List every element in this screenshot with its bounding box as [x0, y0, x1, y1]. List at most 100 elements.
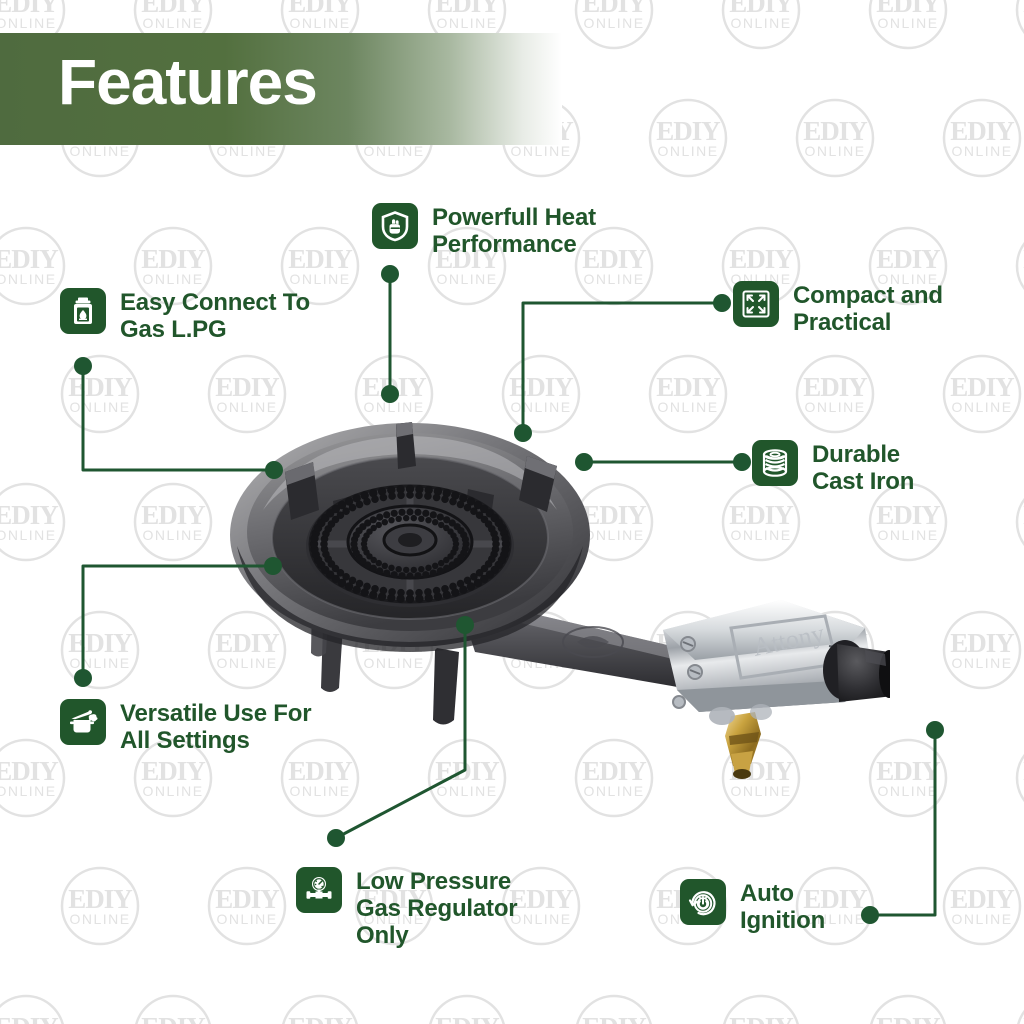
connector-dot — [381, 265, 399, 283]
svg-text:ONLINE: ONLINE — [951, 143, 1012, 159]
svg-text:ONLINE: ONLINE — [583, 271, 644, 287]
svg-text:ONLINE: ONLINE — [69, 911, 130, 927]
svg-text:ONLINE: ONLINE — [216, 143, 277, 159]
svg-text:ONLINE: ONLINE — [363, 143, 424, 159]
svg-text:ONLINE: ONLINE — [951, 911, 1012, 927]
svg-text:EDIY: EDIY — [950, 884, 1014, 914]
feature-durable-cast-iron: Durable Cast Iron — [752, 440, 914, 495]
svg-text:EDIY: EDIY — [215, 884, 279, 914]
svg-text:ONLINE: ONLINE — [142, 15, 203, 31]
svg-text:EDIY: EDIY — [0, 500, 58, 530]
svg-text:ONLINE: ONLINE — [730, 15, 791, 31]
feature-label: Durable Cast Iron — [812, 441, 915, 495]
svg-text:EDIY: EDIY — [141, 500, 205, 530]
metal-spool-icon — [752, 440, 798, 486]
svg-text:ONLINE: ONLINE — [0, 271, 57, 287]
feature-label: Powerfull Heat Performance — [432, 204, 596, 258]
svg-text:ONLINE: ONLINE — [510, 143, 571, 159]
svg-text:ONLINE: ONLINE — [69, 399, 130, 415]
svg-text:EDIY: EDIY — [0, 0, 58, 18]
svg-text:ONLINE: ONLINE — [583, 15, 644, 31]
svg-text:EDIY: EDIY — [729, 244, 793, 274]
svg-text:ONLINE: ONLINE — [289, 15, 350, 31]
svg-text:EDIY: EDIY — [0, 756, 58, 786]
gas-cylinder-icon — [60, 288, 106, 334]
svg-text:ONLINE: ONLINE — [216, 911, 277, 927]
svg-text:EDIY: EDIY — [729, 1012, 793, 1024]
svg-text:ONLINE: ONLINE — [951, 399, 1012, 415]
svg-text:EDIY: EDIY — [582, 0, 646, 18]
svg-text:ONLINE: ONLINE — [0, 15, 57, 31]
svg-text:ONLINE: ONLINE — [510, 911, 571, 927]
connector-dot — [926, 721, 944, 739]
svg-text:ONLINE: ONLINE — [657, 143, 718, 159]
svg-text:ONLINE: ONLINE — [436, 15, 497, 31]
svg-text:ONLINE: ONLINE — [69, 655, 130, 671]
power-ignition-icon — [680, 879, 726, 925]
svg-text:ONLINE: ONLINE — [877, 15, 938, 31]
svg-text:EDIY: EDIY — [68, 372, 132, 402]
svg-text:ONLINE: ONLINE — [142, 271, 203, 287]
svg-text:ONLINE: ONLINE — [0, 783, 57, 799]
svg-text:EDIY: EDIY — [950, 372, 1014, 402]
shield-fist-icon — [372, 203, 418, 249]
feature-label: Compact and Practical — [793, 282, 943, 336]
svg-text:ONLINE: ONLINE — [951, 655, 1012, 671]
svg-text:ONLINE: ONLINE — [804, 143, 865, 159]
svg-text:EDIY: EDIY — [288, 0, 352, 18]
compress-arrows-icon — [733, 281, 779, 327]
feature-label: Auto Ignition — [740, 880, 826, 934]
feature-easy-connect-lpg: Easy Connect To Gas L.PG — [60, 288, 310, 343]
svg-text:ONLINE: ONLINE — [142, 783, 203, 799]
svg-text:EDIY: EDIY — [876, 1012, 940, 1024]
svg-text:EDIY: EDIY — [729, 0, 793, 18]
connector-dot — [327, 829, 345, 847]
svg-text:EDIY: EDIY — [582, 1012, 646, 1024]
page-title: Features — [58, 46, 318, 118]
connector-dot — [74, 357, 92, 375]
svg-text:EDIY: EDIY — [876, 244, 940, 274]
svg-text:ONLINE: ONLINE — [69, 143, 130, 159]
cooking-pot-icon — [60, 699, 106, 745]
svg-text:EDIY: EDIY — [950, 116, 1014, 146]
svg-text:EDIY: EDIY — [0, 1012, 58, 1024]
svg-text:EDIY: EDIY — [656, 116, 720, 146]
svg-text:EDIY: EDIY — [288, 1012, 352, 1024]
feature-auto-ignition: Auto Ignition — [680, 879, 825, 934]
feature-powerfull-heat: Powerfull Heat Performance — [372, 203, 596, 258]
svg-text:ONLINE: ONLINE — [0, 527, 57, 543]
feature-label: Low Pressure Gas Regulator Only — [356, 868, 518, 949]
svg-text:EDIY: EDIY — [950, 628, 1014, 658]
svg-text:EDIY: EDIY — [141, 244, 205, 274]
product-image-gas-burner: Attony — [225, 360, 890, 810]
svg-text:EDIY: EDIY — [288, 244, 352, 274]
connector-dot — [713, 294, 731, 312]
svg-text:EDIY: EDIY — [68, 884, 132, 914]
svg-text:EDIY: EDIY — [509, 884, 573, 914]
svg-text:EDIY: EDIY — [876, 0, 940, 18]
feature-low-pressure-regulator: Low Pressure Gas Regulator Only — [296, 867, 518, 949]
